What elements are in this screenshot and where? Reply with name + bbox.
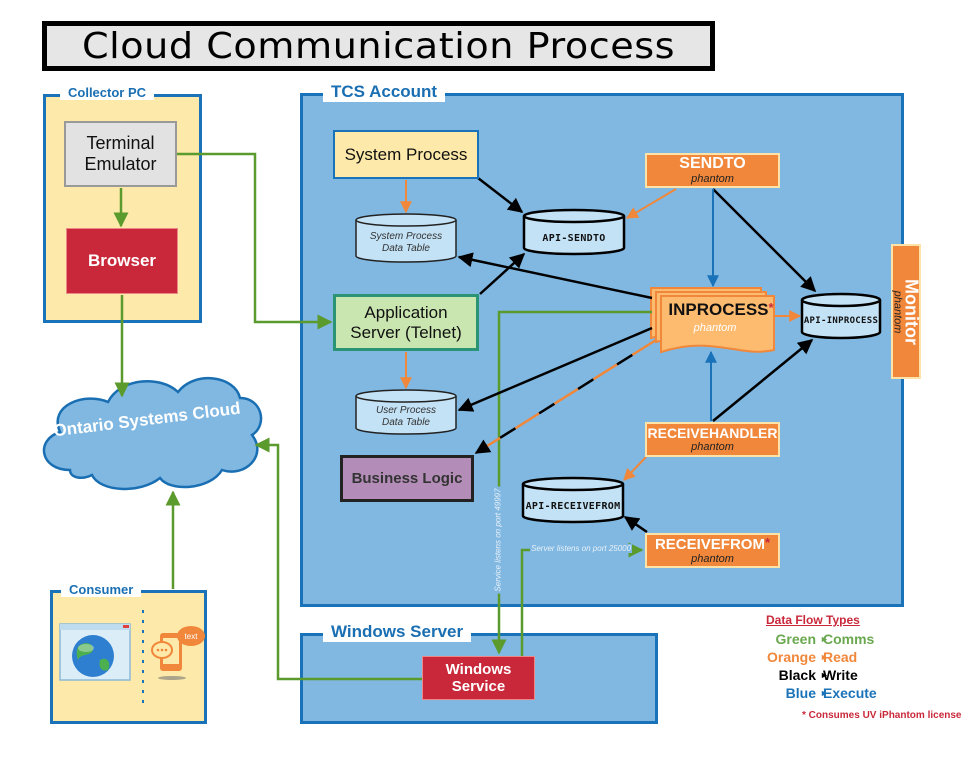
legend-meaning: Comms	[823, 631, 875, 647]
terminal-emulator-label: Terminal Emulator	[84, 133, 157, 174]
user-process-data-table-label: User Process Data Table	[356, 402, 456, 432]
browser-label: Browser	[87, 251, 157, 271]
api-sendto-label: API-SENDTO	[542, 233, 606, 244]
license-note: * Consumes UV iPhantom license	[802, 710, 962, 721]
system-process-data-table-line1: System Process	[369, 231, 443, 242]
windows-service-node[interactable]: Windows Service	[422, 656, 535, 700]
business-logic-node[interactable]: Business Logic	[340, 455, 474, 502]
legend-color-name: Orange	[766, 649, 816, 665]
sendto-phantom-sublabel: phantom	[691, 173, 734, 186]
legend-arrow-icon: ►	[820, 634, 829, 644]
legend-arrow-icon: ►	[820, 652, 829, 662]
legend-color-name: Blue	[785, 685, 816, 701]
application-server-label-line1: Application	[364, 302, 448, 322]
port-25000-label: Server listens on port 25000	[530, 544, 633, 553]
inprocess-label-text: INPROCESS	[668, 300, 769, 319]
consumer-label: Consumer	[61, 582, 142, 597]
system-process-node[interactable]: System Process	[333, 130, 479, 179]
receivehandler-phantom-sublabel: phantom	[691, 441, 734, 454]
license-star: *	[768, 300, 774, 315]
user-process-data-table-line1: User Process	[375, 405, 436, 416]
legend-row-black: Black ► Write	[728, 667, 928, 685]
windows-service-line1: Windows	[445, 660, 512, 678]
monitor-phantom-sublabel: phantom	[891, 290, 904, 333]
monitor-label: Monitor	[901, 278, 922, 345]
monitor-phantom-node[interactable]: Monitor phantom	[891, 244, 922, 379]
business-logic-label: Business Logic	[351, 469, 463, 487]
browser-node[interactable]: Browser	[66, 228, 178, 294]
legend-row-green: Green ► Comms	[728, 631, 928, 649]
legend-meaning: Execute	[823, 685, 877, 701]
license-star: *	[764, 534, 771, 550]
receivefrom-label: RECEIVEFROM	[654, 535, 765, 553]
legend-arrow-icon: ►	[820, 688, 829, 698]
user-process-data-table-line2: Data Table	[382, 417, 430, 428]
legend-color-name: Green	[775, 631, 816, 647]
diagram-title: Cloud Communication Process	[81, 25, 676, 67]
system-process-label: System Process	[344, 144, 468, 164]
system-process-data-table-line2: Data Table	[382, 243, 430, 254]
sendto-label: SENDTO	[679, 154, 746, 172]
system-process-data-table-label: System Process Data Table	[356, 228, 456, 258]
collector-pc-label: Collector PC	[60, 85, 155, 100]
api-receivefrom-label: API-RECEIVEFROM	[525, 501, 621, 512]
legend-row-blue: Blue ► Execute	[728, 685, 928, 703]
receivefrom-phantom-sublabel: phantom	[691, 552, 734, 565]
api-inprocess-label: API-INPROCESS	[803, 315, 879, 326]
receivefrom-phantom-node[interactable]: RECEIVEFROM* phantom	[645, 533, 780, 568]
legend-title: Data Flow Types	[766, 613, 860, 627]
receivehandler-phantom-node[interactable]: RECEIVEHANDLER phantom	[645, 422, 780, 457]
inprocess-phantom-sublabel: phantom	[693, 322, 737, 334]
port-49997-label: Service listens on port 49997	[493, 486, 503, 594]
title-banner: Cloud Communication Process	[42, 21, 715, 71]
terminal-emulator-node[interactable]: Terminal Emulator	[64, 121, 177, 187]
windows-server-label: Windows Server	[323, 622, 472, 642]
consumer-container: Consumer	[50, 582, 207, 724]
tcs-account-label: TCS Account	[323, 82, 446, 102]
legend-meaning: Read	[823, 649, 858, 665]
legend-color-name: Black	[778, 667, 816, 683]
receivehandler-label: RECEIVEHANDLER	[647, 425, 778, 442]
windows-service-line2: Service	[451, 678, 506, 695]
inprocess-label[interactable]: INPROCESS*	[665, 300, 777, 320]
legend-arrow-icon: ►	[820, 670, 829, 680]
legend-row-orange: Orange ► Read	[728, 649, 928, 667]
sendto-phantom-node[interactable]: SENDTO phantom	[645, 153, 780, 188]
legend-meaning: Write	[823, 667, 858, 683]
application-server-label-line2: Server (Telnet)	[350, 322, 462, 342]
application-server-node[interactable]: Application Server (Telnet)	[333, 294, 479, 351]
cloud-label: Ontario Systems Cloud	[52, 398, 242, 441]
